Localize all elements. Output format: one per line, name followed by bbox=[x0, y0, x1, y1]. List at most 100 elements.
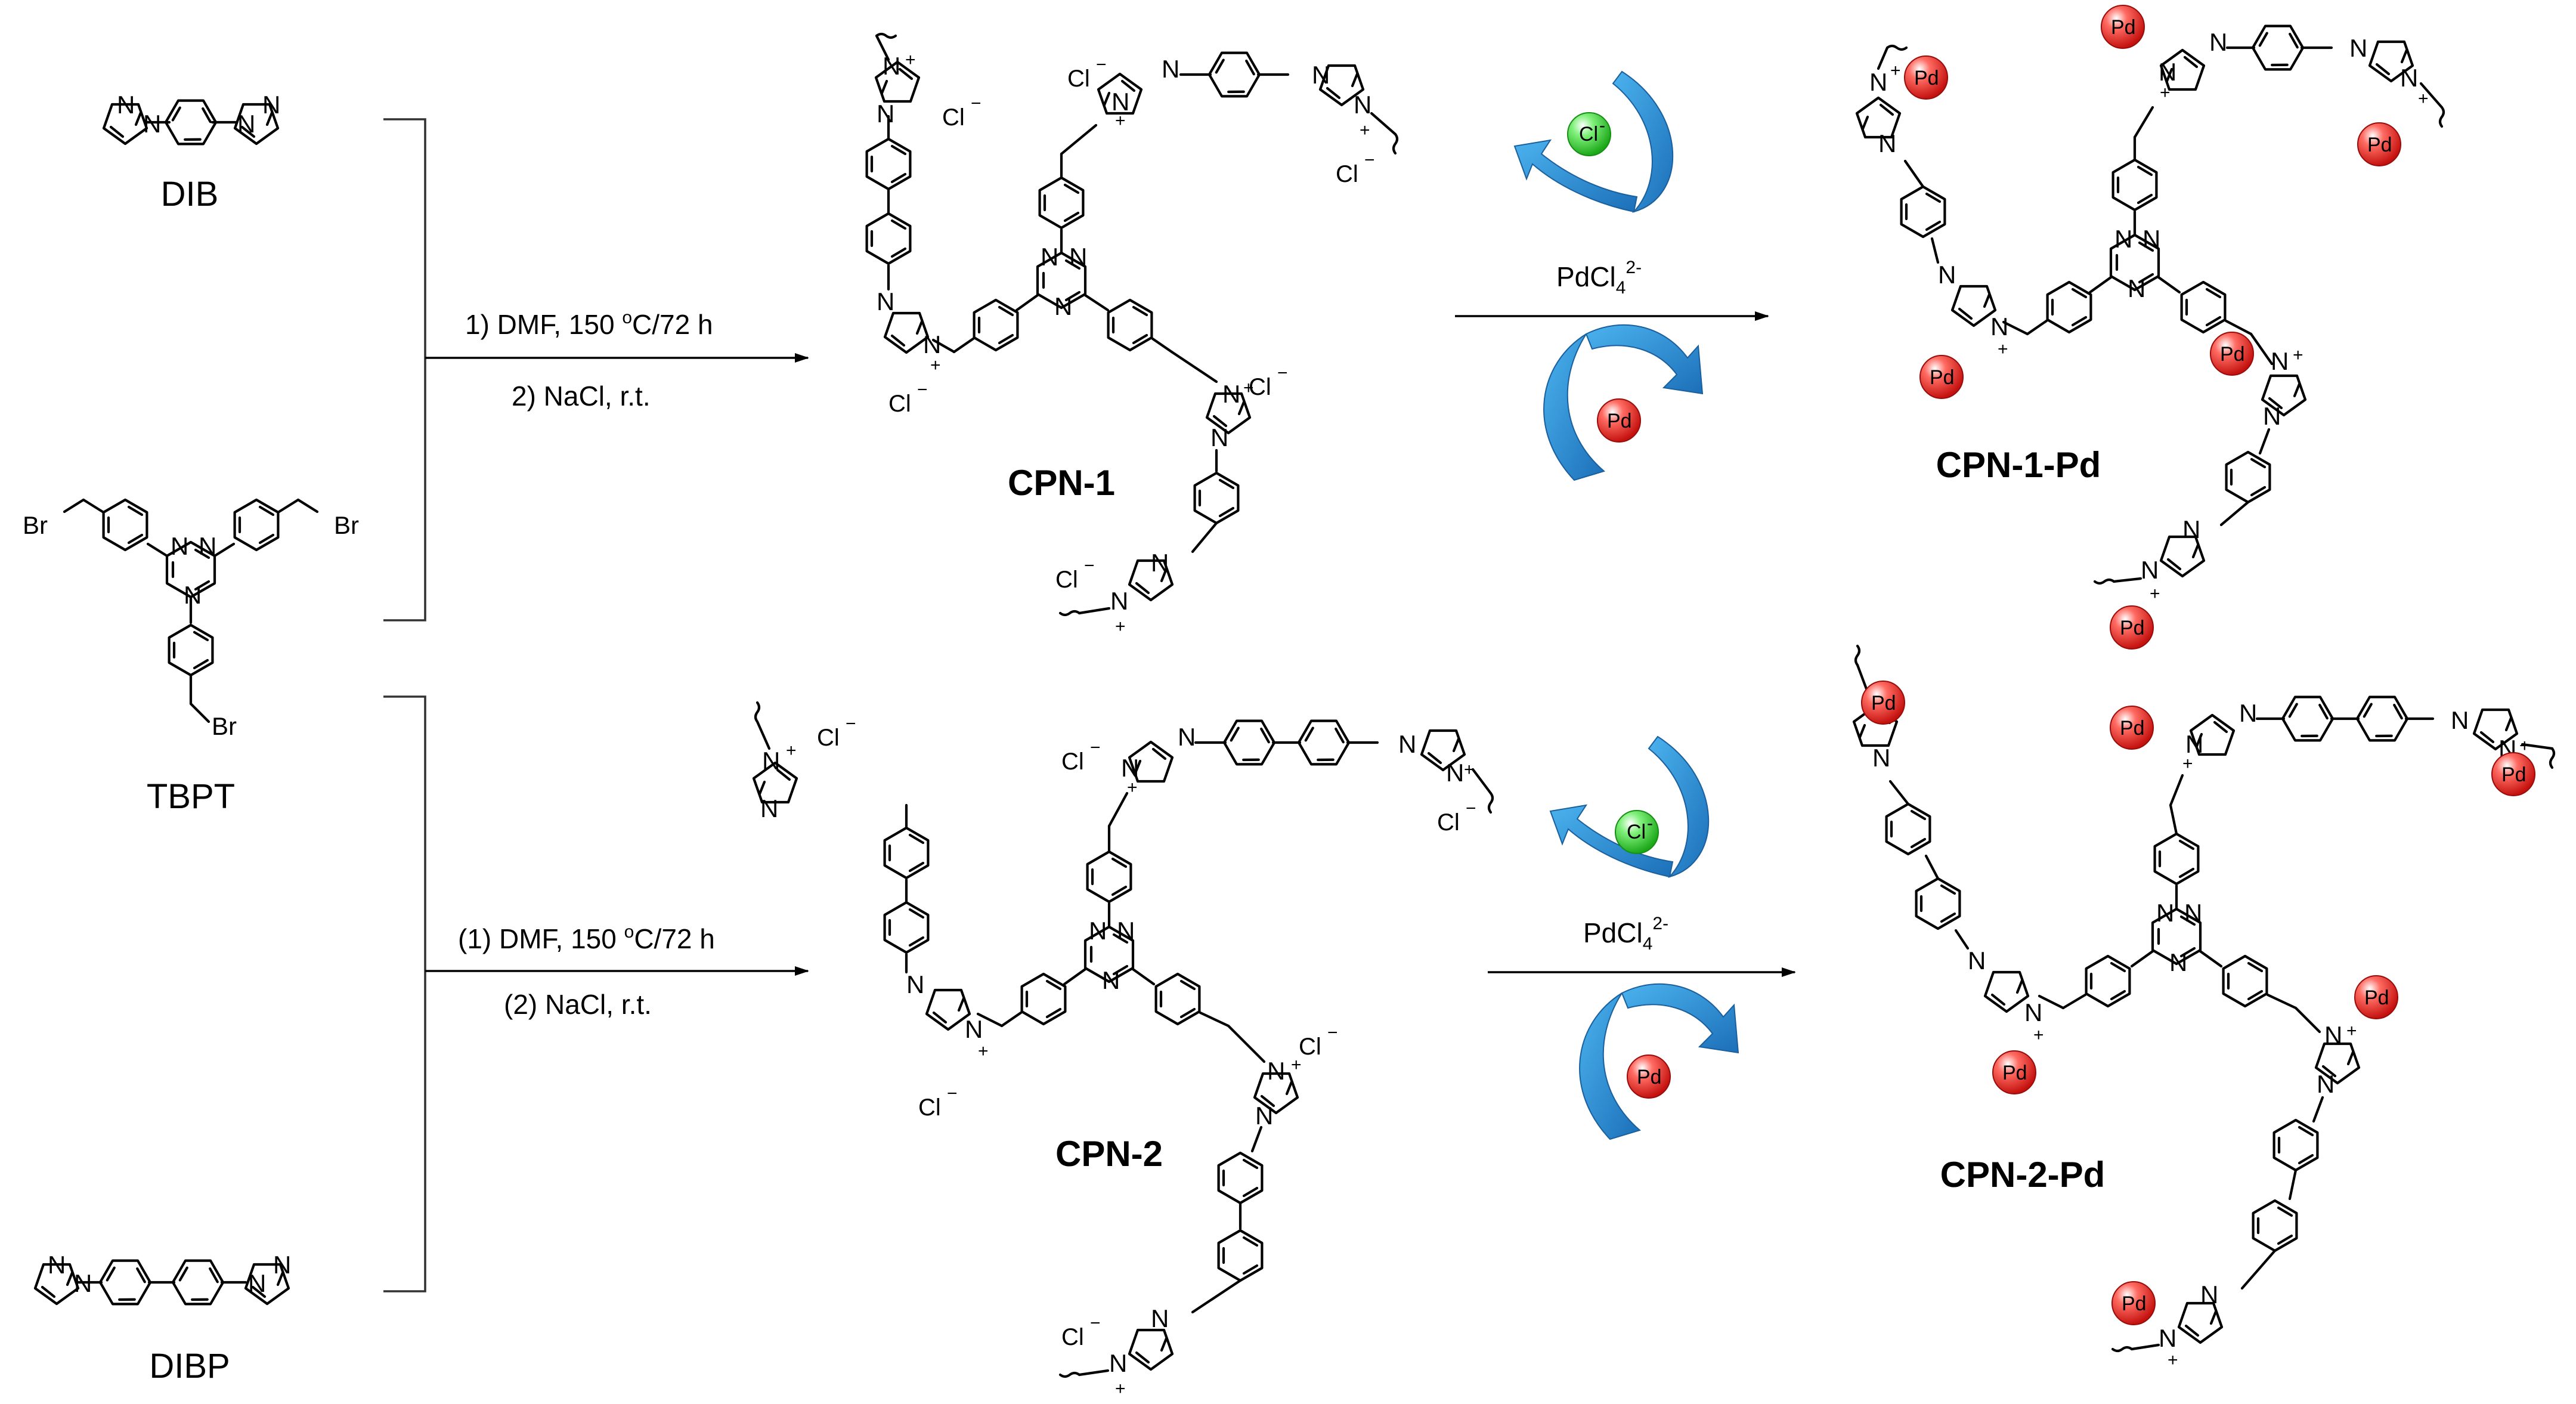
svg-text:N: N bbox=[877, 287, 894, 316]
svg-text:N: N bbox=[2239, 699, 2257, 727]
svg-text:N: N bbox=[2156, 899, 2174, 927]
svg-text:Pd: Pd bbox=[1914, 67, 1939, 89]
svg-text:+: + bbox=[1115, 1379, 1126, 1399]
svg-text:Cl: Cl bbox=[942, 104, 965, 131]
svg-text:+: + bbox=[978, 1041, 989, 1061]
svg-text:−: − bbox=[1327, 1023, 1338, 1043]
svg-text:+: + bbox=[2293, 345, 2303, 365]
svg-text:-: - bbox=[1647, 814, 1653, 833]
structure-cpn1: N N N N + N N N + Cl − Cl − N + N bbox=[867, 32, 1399, 636]
svg-text:+: + bbox=[786, 741, 797, 760]
svg-text:N: N bbox=[2451, 706, 2469, 734]
svg-text:Cl: Cl bbox=[1627, 821, 1646, 843]
structure-cpn2-pd: N N N N + N N N + N + N N N bbox=[1854, 644, 2556, 1370]
svg-text:Cl: Cl bbox=[1061, 1324, 1084, 1350]
svg-text:Br: Br bbox=[334, 511, 359, 539]
ion-exchange-top: Cl - PdCl42- Pd bbox=[1455, 70, 1769, 481]
svg-text:Cl: Cl bbox=[888, 391, 911, 417]
svg-text:N: N bbox=[248, 1269, 266, 1297]
svg-text:−: − bbox=[1466, 799, 1476, 818]
svg-text:−: − bbox=[917, 380, 928, 400]
svg-text:N: N bbox=[2324, 1021, 2342, 1049]
svg-text:N: N bbox=[1111, 88, 1129, 116]
svg-text:+: + bbox=[1115, 111, 1126, 131]
svg-text:Pd: Pd bbox=[1871, 692, 1896, 715]
svg-text:Pd: Pd bbox=[1637, 1066, 1662, 1088]
svg-text:N: N bbox=[2263, 402, 2281, 430]
label-dibp: DIBP bbox=[149, 1347, 230, 1386]
svg-text:+: + bbox=[930, 355, 941, 375]
svg-text:Cl: Cl bbox=[1579, 123, 1598, 146]
svg-text:Pd: Pd bbox=[2122, 1292, 2147, 1315]
svg-text:Cl: Cl bbox=[1067, 66, 1090, 92]
svg-text:N: N bbox=[237, 110, 255, 138]
svg-text:N: N bbox=[1069, 243, 1087, 271]
svg-text:N: N bbox=[1255, 1102, 1273, 1130]
svg-text:Cl: Cl bbox=[1336, 161, 1358, 187]
svg-text:Pd: Pd bbox=[1930, 366, 1955, 389]
svg-text:−: − bbox=[1277, 363, 1288, 383]
svg-text:Cl: Cl bbox=[817, 725, 840, 751]
svg-text:N: N bbox=[1151, 549, 1169, 577]
svg-text:N: N bbox=[1872, 744, 1890, 772]
svg-text:N: N bbox=[1110, 587, 1128, 615]
svg-text:N: N bbox=[1878, 129, 1896, 157]
label-tbpt: TBPT bbox=[147, 777, 235, 816]
svg-text:Br: Br bbox=[212, 712, 237, 740]
svg-text:−: − bbox=[1090, 738, 1101, 757]
structure-cpn2: N N N N + N N N + Cl − Cl − N + N bbox=[754, 701, 1494, 1399]
svg-text:Pd: Pd bbox=[2501, 763, 2527, 786]
svg-text:Cl: Cl bbox=[1437, 809, 1460, 836]
bracket-bottom bbox=[383, 695, 426, 1292]
reagent-bottom: PdCl42- bbox=[1583, 914, 1668, 954]
svg-text:+: + bbox=[1998, 339, 2008, 359]
svg-text:N: N bbox=[2141, 556, 2159, 584]
svg-text:N: N bbox=[74, 1269, 92, 1297]
svg-text:Pd: Pd bbox=[2120, 717, 2145, 740]
svg-text:+: + bbox=[2160, 83, 2171, 103]
svg-text:−: − bbox=[1364, 150, 1375, 170]
svg-text:N: N bbox=[2184, 899, 2202, 927]
svg-text:Pd: Pd bbox=[2111, 16, 2136, 39]
reactant-dibp: N N N N bbox=[35, 1250, 291, 1315]
svg-text:N: N bbox=[1109, 1349, 1127, 1377]
svg-text:+: + bbox=[1464, 760, 1475, 780]
svg-text:Cl: Cl bbox=[918, 1094, 941, 1121]
label-cpn1-pd: CPN-1-Pd bbox=[1936, 445, 2101, 485]
svg-text:Pd: Pd bbox=[2002, 1062, 2027, 1084]
svg-text:Pd: Pd bbox=[2367, 134, 2392, 156]
svg-text:N: N bbox=[906, 970, 924, 998]
condition-bottom-2: (2) NaCl, r.t. bbox=[504, 989, 652, 1020]
svg-text:N: N bbox=[48, 1251, 66, 1279]
condition-top-2: 2) NaCl, r.t. bbox=[512, 381, 651, 412]
svg-text:N: N bbox=[2400, 64, 2418, 92]
svg-text:N: N bbox=[762, 747, 780, 775]
svg-text:+: + bbox=[2418, 89, 2429, 109]
svg-text:−: − bbox=[947, 1084, 958, 1103]
svg-text:N: N bbox=[965, 1015, 983, 1043]
svg-text:N: N bbox=[1210, 423, 1228, 451]
svg-text:Cl: Cl bbox=[1061, 749, 1084, 775]
svg-text:N: N bbox=[1089, 917, 1107, 945]
label-dib: DIB bbox=[161, 175, 219, 214]
swoosh-cl-out bbox=[1612, 70, 1674, 213]
svg-text:−: − bbox=[1090, 1313, 1101, 1333]
svg-text:N: N bbox=[877, 100, 894, 128]
svg-text:N: N bbox=[2128, 274, 2145, 302]
svg-text:N: N bbox=[2271, 347, 2289, 375]
svg-text:N: N bbox=[1162, 55, 1179, 83]
svg-text:N: N bbox=[2159, 1324, 2176, 1352]
svg-text:N: N bbox=[2142, 225, 2160, 253]
svg-text:N: N bbox=[1117, 917, 1135, 945]
svg-text:N: N bbox=[273, 1251, 291, 1279]
svg-text:+: + bbox=[2182, 754, 2193, 774]
label-cpn2-pd: CPN-2-Pd bbox=[1940, 1155, 2106, 1195]
svg-text:N: N bbox=[1267, 1057, 1285, 1085]
svg-text:N: N bbox=[1151, 1304, 1169, 1332]
reagent-top: PdCl42- bbox=[1556, 258, 1642, 298]
svg-text:N: N bbox=[1446, 759, 1464, 787]
svg-text:−: − bbox=[971, 94, 982, 113]
svg-text:N: N bbox=[2159, 58, 2176, 86]
svg-text:N: N bbox=[143, 110, 161, 138]
svg-text:N: N bbox=[171, 532, 188, 560]
